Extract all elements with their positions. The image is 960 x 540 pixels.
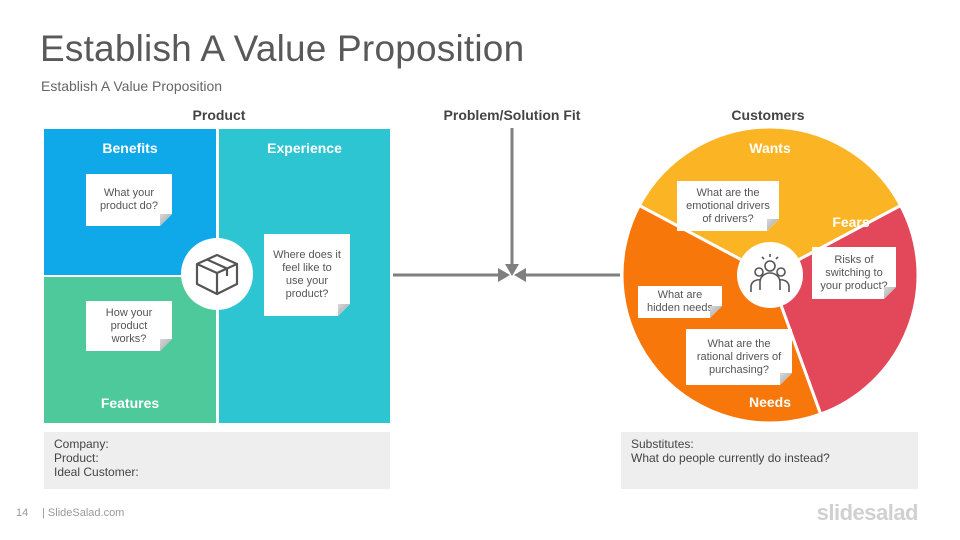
experience-note: Where does it feel like to use your prod… [264, 234, 350, 316]
fears-label: Fears [832, 214, 870, 230]
benefits-note: What your product do? [86, 174, 172, 226]
fears-note-line: your product? [820, 279, 888, 292]
needs-note: What are the rational drivers of purchas… [686, 329, 792, 385]
substitutes-question: What do people currently do instead? [631, 451, 830, 465]
hidden-needs-note-line: What are [657, 289, 703, 301]
experience-label: Experience [267, 140, 342, 156]
product-field: Product: [54, 451, 99, 465]
substitutes-field: Substitutes: [631, 437, 694, 451]
footer-site: | SlideSalad.com [42, 507, 125, 519]
page-number: 14 [16, 507, 29, 519]
right-arrow-head [498, 268, 510, 282]
wants-note-line: What are the [696, 186, 760, 199]
product-heading: Product [192, 107, 246, 123]
left-arrow-head [514, 268, 526, 282]
wants-note: What are the emotional drivers of driver… [677, 181, 779, 231]
down-arrow-head [505, 264, 519, 276]
company-field: Company: [54, 437, 109, 451]
product-info-box: Company: Product: Ideal Customer: [44, 432, 390, 489]
experience-note-line: product? [285, 288, 329, 300]
benefits-note-line: product do? [99, 200, 159, 212]
needs-label: Needs [748, 394, 792, 410]
wants-label: Wants [749, 140, 791, 156]
wants-note-line: of drivers? [702, 212, 754, 225]
fit-heading: Problem/Solution Fit [443, 107, 581, 123]
benefits-label: Benefits [102, 140, 158, 156]
ideal-customer-field: Ideal Customer: [54, 465, 139, 479]
experience-note-line: feel like to [282, 262, 332, 274]
page-title: Establish A Value Proposition [40, 28, 525, 69]
wants-note-line: emotional drivers [686, 199, 770, 212]
needs-note-line: rational drivers of [696, 350, 782, 363]
customer-info-box: Substitutes: What do people currently do… [621, 432, 918, 489]
features-note-line: works? [111, 332, 147, 345]
benefits-note-line: What your [103, 187, 155, 199]
features-note-line: product [110, 319, 148, 332]
hidden-needs-note: What are hidden needs [638, 286, 722, 318]
experience-note-line: Where does it [273, 249, 341, 261]
customer-center-circle [737, 242, 803, 308]
needs-note-line: What are the [707, 337, 771, 350]
features-note: How your product works? [86, 301, 172, 351]
fears-note: Risks of switching to your product? [812, 247, 896, 299]
experience-note-line: use your [285, 275, 329, 287]
needs-note-line: purchasing? [709, 363, 769, 376]
box-icon [195, 253, 239, 296]
page-subtitle: Establish A Value Proposition [41, 78, 223, 94]
features-note-line: How your [105, 306, 153, 319]
fears-note-line: Risks of [834, 253, 874, 266]
fears-note-line: switching to [825, 266, 883, 279]
fit-arrows [393, 128, 620, 282]
hidden-needs-note-line: hidden needs [646, 302, 714, 314]
customers-heading: Customers [731, 107, 805, 123]
people-icon [750, 254, 790, 292]
features-label: Features [100, 395, 160, 411]
brand-logo: slidesalad [816, 500, 919, 525]
